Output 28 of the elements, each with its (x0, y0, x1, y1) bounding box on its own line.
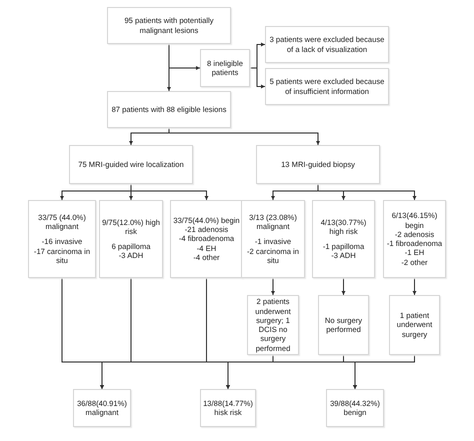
arrow (271, 278, 275, 296)
flow-box (318, 295, 369, 355)
flow-box (312, 200, 375, 278)
flow-box (200, 389, 256, 427)
flow-box (200, 49, 250, 87)
arrow (168, 44, 200, 70)
flow-box (247, 295, 299, 355)
flow-box (99, 200, 163, 278)
flow-box (383, 200, 446, 278)
arrow (168, 128, 320, 146)
arrow (130, 184, 208, 200)
arrow (342, 278, 346, 296)
arrow (412, 278, 416, 296)
flow-box (28, 200, 96, 278)
flow-box (265, 68, 389, 105)
flow-box (265, 26, 389, 63)
flow-box (170, 200, 243, 278)
flow-box (389, 295, 440, 355)
flow-box (256, 145, 380, 184)
flow-box (107, 91, 231, 128)
flow-box (107, 7, 231, 44)
flow-box (241, 200, 305, 278)
arrow (353, 354, 415, 390)
arrow (318, 184, 416, 200)
flow-box (326, 389, 384, 427)
flow-box (73, 389, 131, 427)
flow-box (69, 145, 193, 184)
arrow (250, 68, 266, 88)
